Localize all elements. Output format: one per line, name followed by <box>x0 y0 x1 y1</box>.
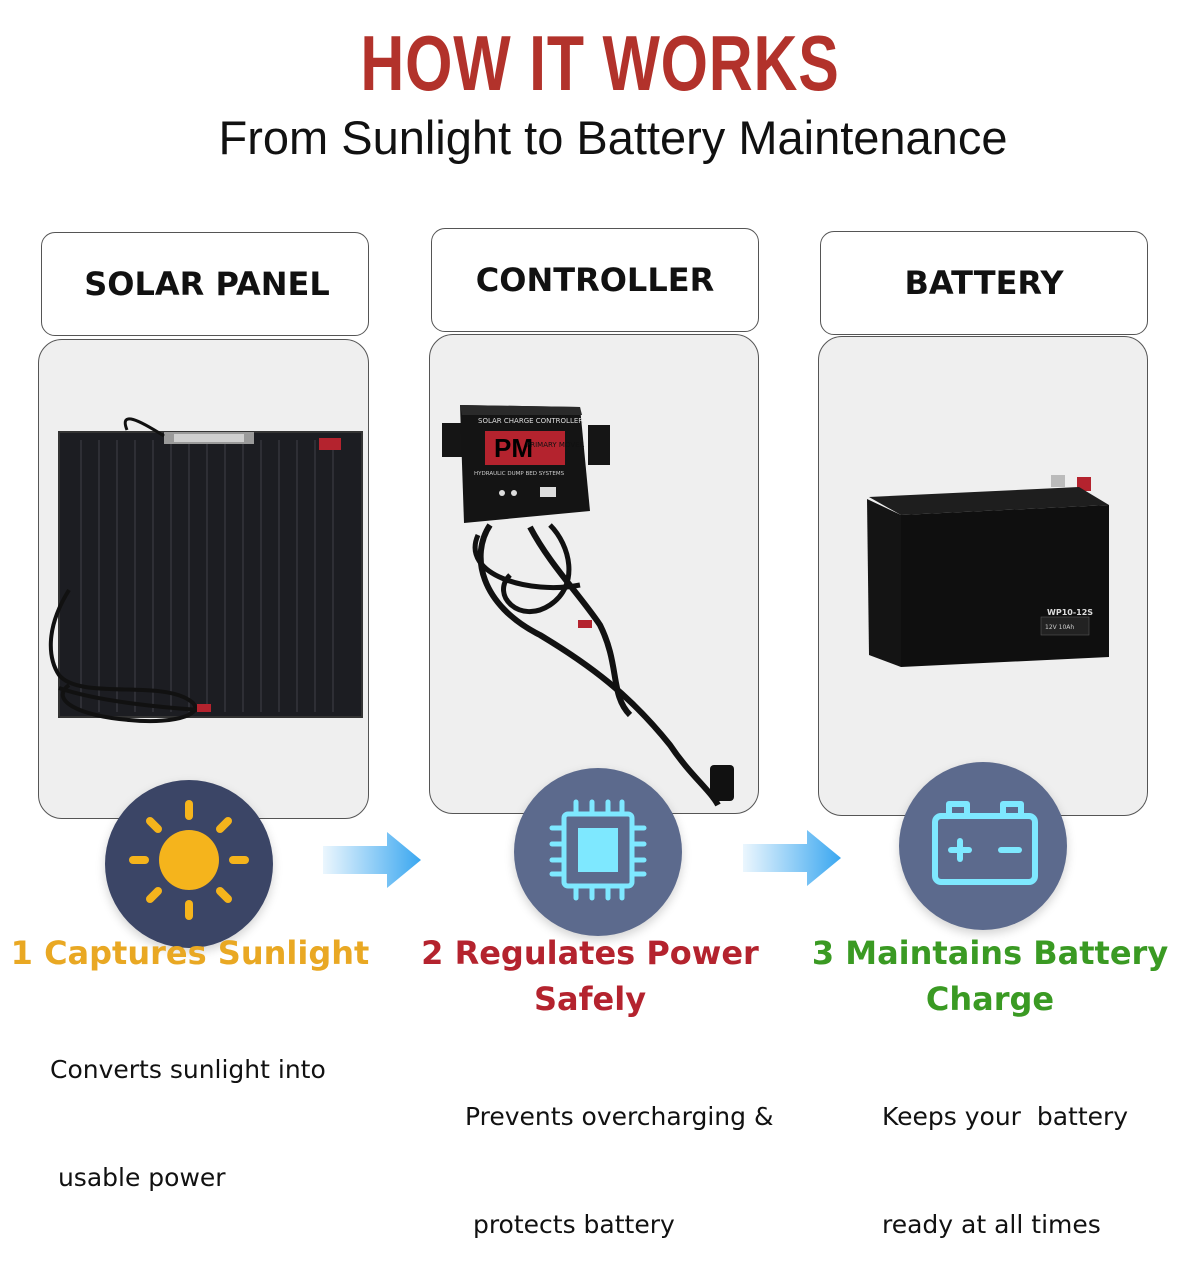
step-3-title-line1: 3 Maintains Battery <box>811 934 1169 972</box>
controller-device-label: SOLAR CHARGE CONTROLLER <box>478 417 583 425</box>
battery-icon-circle <box>899 762 1067 930</box>
controller-brand: PRIMARY MOVER <box>526 441 585 449</box>
svg-text:PM: PM <box>494 433 533 463</box>
page-title: HOW IT WORKS <box>360 19 840 107</box>
step-1-title: 1 Captures Sunlight <box>10 934 370 972</box>
battery-model: WP10-12S <box>1047 608 1093 617</box>
step-2-title-line2: Safely <box>533 980 647 1018</box>
sun-icon <box>129 800 249 920</box>
solar-panel-card <box>38 339 369 819</box>
battery-label: BATTERY <box>904 264 1064 302</box>
controller-header: CONTROLLER <box>431 228 759 332</box>
arrow-right-icon-2 <box>743 830 841 886</box>
step-3-title-line2: Charge <box>925 980 1055 1018</box>
step-3-desc-line1: Keeps your battery <box>882 1102 1129 1131</box>
step-1-desc: Converts sunlight into usable power <box>50 980 326 1232</box>
step-2-title: 2 Regulates Power Safely <box>400 930 780 1022</box>
step-3-desc: Keeps your battery ready at all times <box>882 1027 1128 1279</box>
solar-panel-image <box>48 417 363 724</box>
battery-rating: 12V 10Ah <box>1045 624 1074 631</box>
controller-card: SOLAR CHARGE CONTROLLER PM PRIMARY MOVER… <box>429 334 759 814</box>
chip-icon-circle <box>514 768 682 936</box>
step-1-desc-line1: Converts sunlight into <box>50 1055 326 1084</box>
solar-panel-header: SOLAR PANEL <box>41 232 369 336</box>
step-3-desc-line2: ready at all times <box>882 1210 1101 1239</box>
battery-card: WP10-12S 12V 10Ah <box>818 336 1148 816</box>
battery-header: BATTERY <box>820 231 1148 335</box>
step-2-title-line1: 2 Regulates Power <box>421 934 759 972</box>
step-2-desc-line1: Prevents overcharging & <box>465 1102 774 1131</box>
sun-icon-circle <box>105 780 273 948</box>
arrow-right-icon <box>323 832 421 888</box>
controller-image: SOLAR CHARGE CONTROLLER PM PRIMARY MOVER… <box>442 405 734 807</box>
chip-icon <box>549 799 647 901</box>
solar-panel-label: SOLAR PANEL <box>84 265 330 303</box>
battery-image: WP10-12S 12V 10Ah <box>867 475 1109 667</box>
page-subtitle: From Sunlight to Battery Maintenance <box>218 111 1008 164</box>
step-3-title: 3 Maintains Battery Charge <box>810 930 1170 1022</box>
step-2-desc-line2: protects battery <box>465 1210 675 1239</box>
battery-icon <box>932 801 1038 885</box>
controller-tagline: HYDRAULIC DUMP BED SYSTEMS <box>474 471 565 477</box>
controller-label: CONTROLLER <box>475 261 715 299</box>
step-2-desc: Prevents overcharging & protects battery <box>465 1027 773 1279</box>
step-1-desc-line2: usable power <box>50 1163 226 1192</box>
